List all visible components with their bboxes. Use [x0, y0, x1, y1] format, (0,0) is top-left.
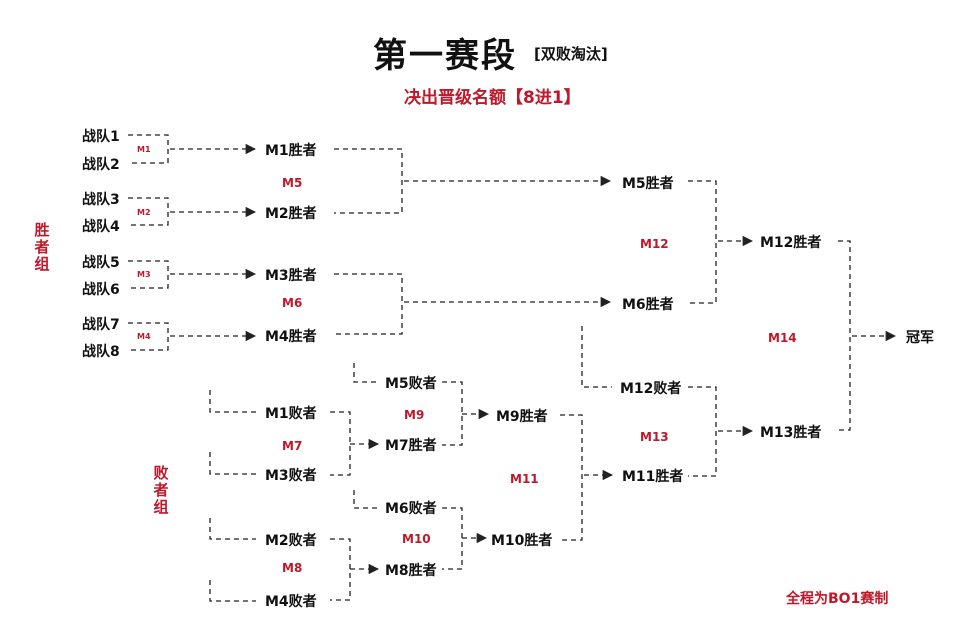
node-m3-winner: M3胜者 — [265, 268, 317, 284]
quota-text: 决出晋级名额【8进1】 — [404, 88, 581, 108]
node-m5-winner: M5胜者 — [622, 176, 674, 192]
node-m12-winner: M12胜者 — [760, 235, 822, 251]
match-label-m11: M11 — [510, 472, 539, 486]
match-label-m13: M13 — [640, 430, 669, 444]
team-4: 战队4 — [82, 219, 120, 235]
format-footnote: 全程为BO1赛制 — [786, 591, 889, 607]
node-m1-winner: M1胜者 — [265, 143, 317, 159]
team-6: 战队6 — [82, 282, 120, 298]
winners-group-label: 胜者组 — [34, 221, 50, 273]
match-label-m1: M1 — [137, 145, 151, 154]
match-label-m14: M14 — [768, 331, 797, 345]
node-m8-winner: M8胜者 — [385, 563, 437, 579]
node-m2-loser: M2败者 — [265, 533, 317, 549]
node-m12-loser: M12败者 — [620, 381, 682, 397]
team-7: 战队7 — [82, 317, 120, 333]
node-m6-loser: M6败者 — [385, 501, 437, 517]
match-label-m6: M6 — [282, 296, 303, 310]
node-champion: 冠军 — [906, 330, 934, 346]
node-m7-winner: M7胜者 — [385, 438, 437, 454]
team-5: 战队5 — [82, 255, 120, 271]
match-label-m12: M12 — [640, 237, 669, 251]
match-label-m10: M10 — [402, 532, 431, 546]
node-m3-loser: M3败者 — [265, 468, 317, 484]
team-3: 战队3 — [82, 192, 120, 208]
match-label-m3: M3 — [137, 270, 151, 279]
node-m1-loser: M1败者 — [265, 406, 317, 422]
losers-group-label: 败者组 — [153, 464, 169, 516]
team-1: 战队1 — [82, 129, 120, 145]
node-m11-winner: M11胜者 — [622, 469, 684, 485]
node-m9-winner: M9胜者 — [496, 409, 548, 425]
match-label-m4: M4 — [137, 332, 151, 341]
match-label-m9: M9 — [404, 408, 425, 422]
page-subtitle: [双败淘汰] — [534, 45, 608, 63]
match-label-m2: M2 — [137, 208, 151, 217]
match-label-m8: M8 — [282, 561, 303, 575]
node-m4-loser: M4败者 — [265, 594, 317, 610]
node-m10-winner: M10胜者 — [491, 533, 553, 549]
page-title: 第一赛段 — [373, 36, 517, 76]
node-m4-winner: M4胜者 — [265, 329, 317, 345]
node-m2-winner: M2胜者 — [265, 206, 317, 222]
team-8: 战队8 — [82, 344, 120, 360]
node-m6-winner: M6胜者 — [622, 297, 674, 313]
match-label-m7: M7 — [282, 439, 303, 453]
node-m5-loser: M5败者 — [385, 376, 437, 392]
team-2: 战队2 — [82, 157, 120, 173]
match-label-m5: M5 — [282, 176, 303, 190]
node-m13-winner: M13胜者 — [760, 425, 822, 441]
